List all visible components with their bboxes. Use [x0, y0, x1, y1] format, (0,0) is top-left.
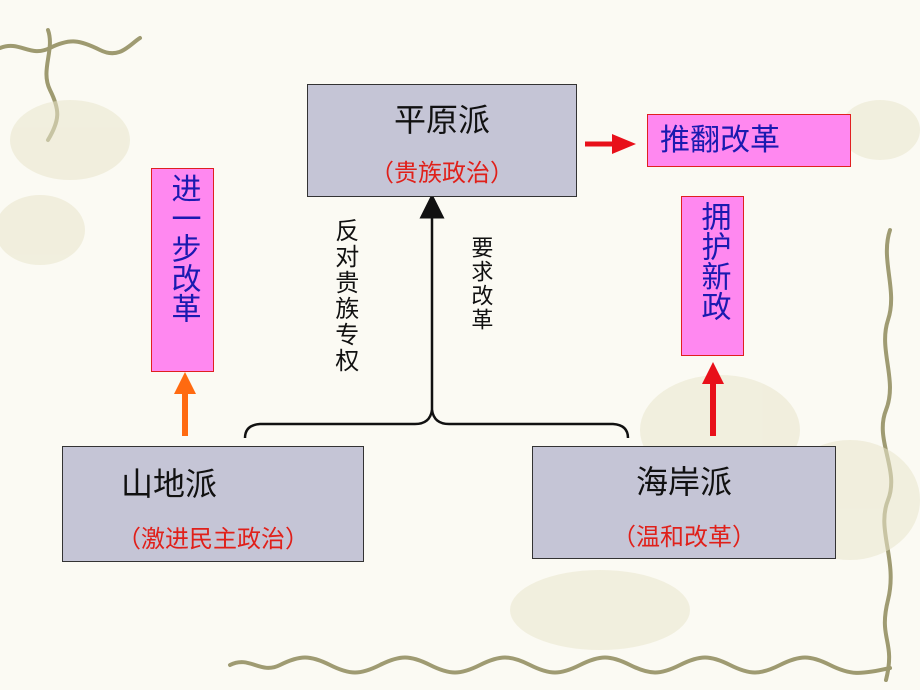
brace-connector	[243, 409, 630, 439]
outcome-coast-label: 拥护新政	[695, 201, 731, 321]
node-plain: 平原派 （贵族政治）	[307, 84, 577, 197]
edge-label-demand: 要求改革	[467, 236, 493, 332]
node-coast: 海岸派 （温和改革）	[532, 446, 836, 559]
outcome-mountain: 进一步改革	[151, 168, 214, 372]
node-mountain: 山地派 （激进民主政治）	[62, 446, 364, 562]
node-coast-subtitle: （温和改革）	[612, 523, 756, 551]
node-mountain-title: 山地派	[121, 465, 218, 503]
outcome-plain: 推翻改革	[647, 114, 851, 167]
node-plain-subtitle: （贵族政治）	[370, 159, 514, 187]
outcome-mountain-label: 进一步改革	[165, 173, 201, 323]
edge-label-oppose: 反对贵族专权	[330, 218, 359, 374]
outcome-coast: 拥护新政	[681, 196, 744, 356]
node-coast-title: 海岸派	[635, 463, 732, 501]
node-plain-title: 平原派	[393, 101, 490, 139]
node-mountain-subtitle: （激进民主政治）	[117, 525, 309, 553]
outcome-plain-label: 推翻改革	[660, 123, 780, 158]
